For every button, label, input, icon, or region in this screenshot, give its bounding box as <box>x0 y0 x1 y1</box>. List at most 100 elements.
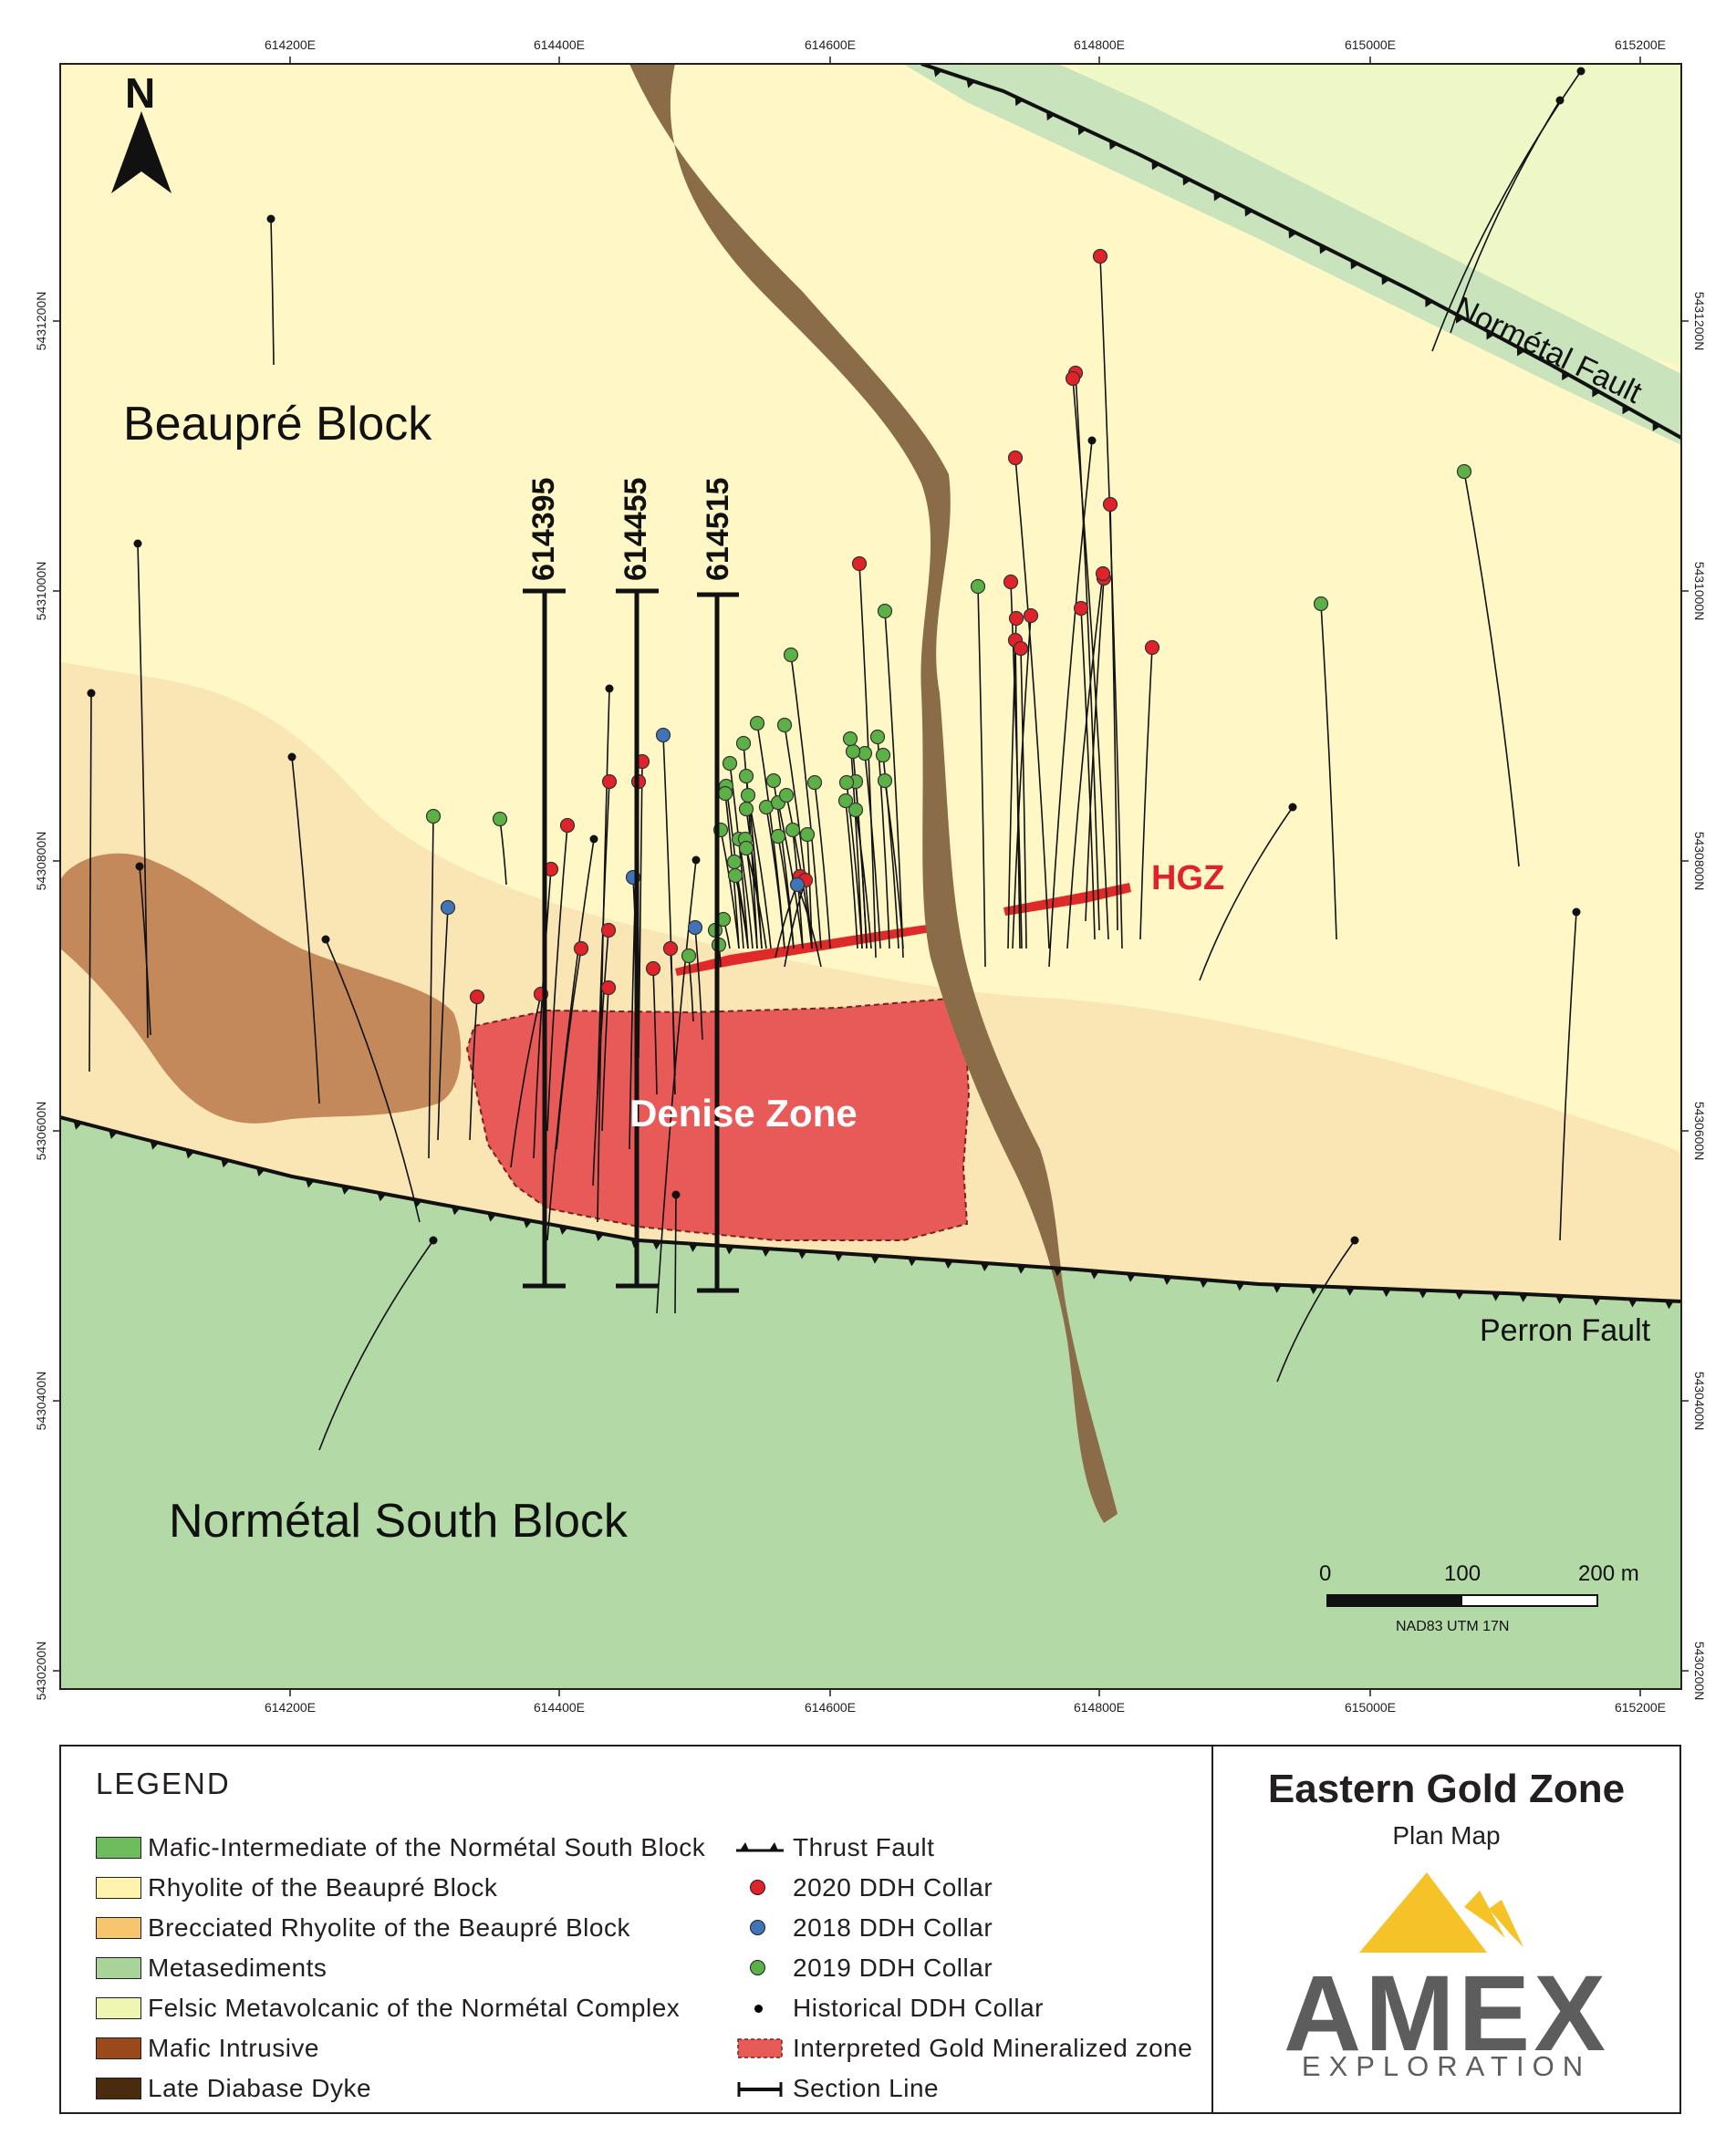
fault-tick <box>1151 161 1160 171</box>
ddh-2019-collar <box>1313 596 1329 612</box>
easting-label-bottom: 614200E <box>265 1700 316 1715</box>
fault-tick <box>1308 1286 1318 1295</box>
blue-collar-icon <box>736 1914 784 1942</box>
amex-mountain-logo-icon <box>1359 1872 1523 1953</box>
drill-hole-trace <box>601 987 609 1132</box>
ddh-2020-collar <box>1095 565 1111 582</box>
map-title: Eastern Gold Zone <box>1267 1767 1626 1811</box>
section-label-614515: 614515 <box>701 478 735 581</box>
drill-hole-trace <box>864 752 881 949</box>
ddh-2019-collar <box>717 785 733 802</box>
company-logo-subtext: EXPLORATION <box>1301 2050 1592 2082</box>
fault-tick <box>688 1243 698 1252</box>
ddh-2019-collar <box>749 715 765 731</box>
normetal-fault-line <box>920 64 1681 440</box>
legend-label: Late Diabase Dyke <box>148 2074 372 2102</box>
fault-tick <box>1592 388 1601 398</box>
fault-tick <box>834 1252 844 1262</box>
fault-tick <box>1455 314 1464 324</box>
drill-hole-trace <box>1139 647 1153 940</box>
fault-tick <box>1486 330 1495 340</box>
legend-label: Metasediments <box>148 1954 328 1982</box>
legend-label: 2020 DDH Collar <box>793 1873 993 1902</box>
fault-tick <box>1516 347 1525 357</box>
legend-item-late-diabase-dyke: Late Diabase Dyke <box>96 2073 371 2104</box>
drill-hole-trace <box>734 875 749 949</box>
drill-hole-trace <box>291 756 320 1104</box>
fault-tick <box>1350 260 1359 270</box>
northing-label-right: 5430800N <box>1692 832 1707 891</box>
ddh-2019-collar <box>492 811 508 827</box>
brecciated-rhyolite-unit <box>60 662 1681 1304</box>
fault-tick <box>1014 96 1024 107</box>
scale-tick-100: 100 <box>1444 1561 1481 1586</box>
ddh-2020-collar <box>601 773 618 790</box>
drill-hole-trace <box>656 859 697 1314</box>
historical-collar <box>1288 803 1297 812</box>
drill-hole-trace <box>662 734 676 1095</box>
drill-hole-trace <box>1007 617 1017 949</box>
legend-item-historical: Historical DDH Collar <box>736 1993 1044 2024</box>
normetal-south-block-unit <box>60 1117 1681 1689</box>
ddh-2019-collar <box>425 808 442 824</box>
section-line-614395 <box>523 588 566 1289</box>
drill-hole-trace <box>1066 573 1104 949</box>
ddh-2019-collar <box>877 603 893 619</box>
ddh-2019-collar <box>875 747 891 763</box>
easting-label-bottom: 615000E <box>1345 1700 1396 1715</box>
fault-tick <box>1288 229 1297 239</box>
drill-hole-trace <box>674 1194 677 1314</box>
ddh-2019-collar <box>727 867 743 884</box>
ddh-2020-collar <box>851 555 868 572</box>
drill-hole-trace <box>469 996 478 1141</box>
section-line-614515 <box>697 592 739 1293</box>
easting-label-bottom: 614600E <box>805 1700 856 1715</box>
fault-tick <box>1627 1299 1638 1308</box>
fault-tick <box>1089 1270 1099 1280</box>
legend-label: Mafic-Intermediate of the Normétal South… <box>148 1833 706 1861</box>
denise-zone-label: Denise Zone <box>629 1092 858 1135</box>
ddh-2019-collar <box>1456 463 1472 480</box>
fault-tick <box>1562 370 1570 381</box>
fault-tick <box>1182 176 1191 186</box>
historical-collar <box>87 689 96 698</box>
ddh-2019-collar <box>847 802 864 818</box>
legend-item-ddh-2020: 2020 DDH Collar <box>736 1872 993 1903</box>
drill-hole-trace <box>814 782 831 949</box>
fault-tick <box>221 1158 230 1168</box>
fault-tick <box>933 67 942 78</box>
drill-hole-trace <box>139 866 151 1036</box>
ddh-2019-collar <box>838 774 855 791</box>
company-logo-text: AMEX <box>1284 1954 1609 2074</box>
historical-collar <box>671 1190 681 1199</box>
fault-tick <box>1381 1288 1391 1298</box>
fault-tick <box>1418 1290 1428 1299</box>
beaupre-block-label: Beaupré Block <box>123 398 432 451</box>
scale-datum: NAD83 UTM 17N <box>1396 1619 1509 1634</box>
drill-hole-trace <box>1199 806 1294 981</box>
historical-collar <box>1555 96 1565 105</box>
fault-tick <box>1345 1287 1355 1296</box>
northing-label-right: 5430400N <box>1692 1372 1707 1431</box>
ddh-2020-collar <box>645 960 661 977</box>
north-arrow: N <box>111 69 172 193</box>
easting-label-top: 614400E <box>534 37 585 52</box>
title-panel: Eastern Gold Zone Plan Map AMEX EXPLORAT… <box>1213 1745 1681 2114</box>
ddh-2019-collar <box>845 743 861 760</box>
drill-hole-trace <box>1014 457 1050 949</box>
fault-tick <box>1046 110 1055 121</box>
ddh-2019-collar <box>726 854 743 870</box>
ddh-2020-collar <box>600 980 617 996</box>
historical-collar <box>135 862 144 871</box>
ddh-2020-collar <box>662 940 679 957</box>
drill-hole-trace <box>877 736 890 949</box>
drill-hole-trace <box>790 654 822 949</box>
fault-tick <box>109 1129 118 1139</box>
legend-label: Interpreted Gold Mineralized zone <box>793 2034 1193 2062</box>
fault-tick <box>1108 140 1118 150</box>
fault-tick <box>150 1140 160 1150</box>
ddh-2018-collar <box>789 876 806 893</box>
grid-labels: 614200E614200E614400E614400E614600E61460… <box>34 37 1707 1715</box>
legend-swatch <box>96 1957 141 1979</box>
